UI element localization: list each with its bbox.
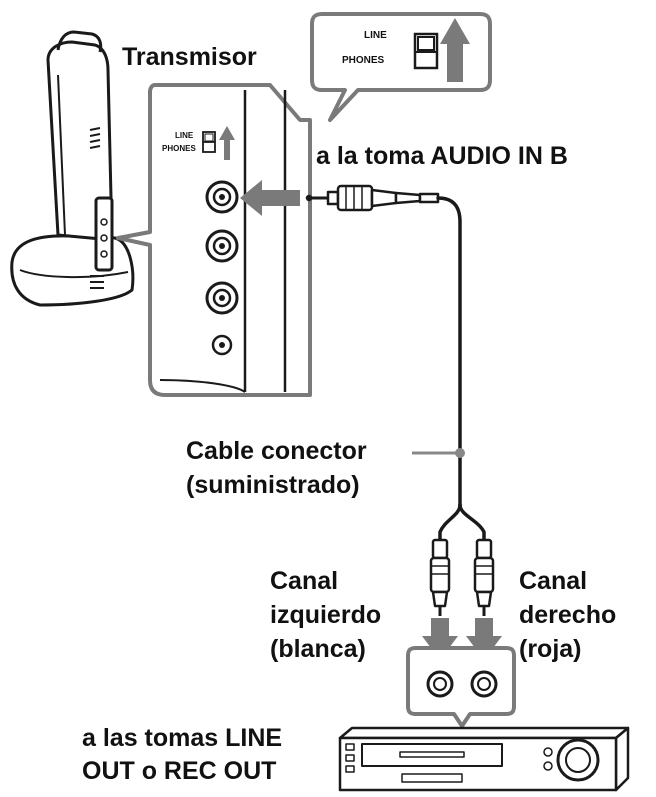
output-jacks-callout	[406, 646, 516, 728]
panel-switch-line-label: LINE	[175, 131, 194, 140]
right-channel-label-line1: Canal	[519, 567, 588, 595]
output-jacks-label-line2: OUT o REC OUT	[82, 757, 277, 785]
dc-in-jack	[211, 334, 233, 356]
left-channel-label-line3: (blanca)	[270, 635, 366, 663]
switch-callout	[310, 12, 492, 122]
cable-label-line2: (suministrado)	[186, 471, 360, 499]
audio-in-jack-label: a la toma AUDIO IN B	[316, 142, 568, 170]
switch-line-label: LINE	[364, 30, 387, 41]
rca-plug-left	[429, 538, 451, 616]
right-channel-label-line3: (roja)	[519, 635, 582, 663]
left-channel-label-line2: izquierdo	[270, 601, 382, 629]
audio-source-device	[338, 726, 630, 792]
down-arrow-left	[422, 618, 458, 660]
jack-3	[205, 281, 239, 315]
cable-leader-dot	[455, 448, 465, 458]
audio-in-jack	[205, 180, 239, 214]
insert-arrow	[240, 180, 300, 216]
switch-phones-label: PHONES	[342, 55, 385, 66]
jack-panel-callout	[116, 83, 312, 397]
panel-switch-phones-label: PHONES	[162, 144, 196, 153]
mini-plug	[305, 184, 440, 212]
jack-2	[205, 229, 239, 263]
right-channel-label-line2: derecho	[519, 601, 617, 629]
output-jacks-label-line1: a las tomas LINE	[82, 724, 283, 752]
rca-plug-right	[473, 538, 495, 616]
transmitter-illustration	[10, 30, 135, 307]
down-arrow-right	[466, 618, 502, 660]
cable-label-line1: Cable conector	[186, 437, 367, 465]
connecting-cable	[436, 196, 486, 542]
transmitter-label: Transmisor	[122, 43, 257, 71]
left-channel-label-line1: Canal	[270, 567, 339, 595]
